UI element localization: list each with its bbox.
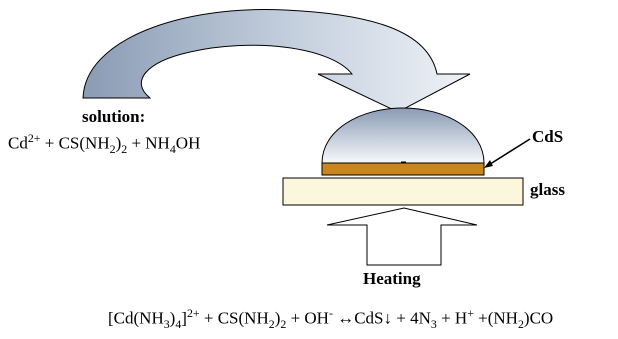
equation-charge: 2+ [186, 306, 200, 320]
formula-part: OH [175, 133, 201, 153]
equation-part: )CO [523, 308, 554, 328]
solution-title-label: solution: [82, 107, 146, 126]
formula-subscript: 2 [121, 142, 128, 157]
equation-part: ) [169, 308, 176, 328]
equation-part: + CS(NH [199, 308, 269, 328]
formula-subscript: 2 [109, 142, 116, 157]
formula-charge: 2+ [27, 131, 41, 145]
cds-pointer-line [486, 138, 531, 167]
glass-substrate [282, 177, 524, 206]
solution-transfer-arrow [82, 9, 471, 113]
equation-subscript: 4 [175, 317, 182, 332]
equation-part: ) [274, 308, 281, 328]
equation-subscript: 2 [280, 317, 287, 332]
equation-part: +(NH [473, 308, 518, 328]
equation-subscript: 2 [268, 317, 275, 332]
heating-label: Heating [363, 269, 421, 288]
heating-arrow [326, 207, 478, 266]
glass-label: glass [530, 180, 565, 199]
equation-charge: + [467, 306, 474, 320]
equation-charge: - [328, 306, 333, 320]
equation-part: + H [436, 308, 468, 328]
formula-part: Cd [8, 133, 28, 153]
formula-part: ) [115, 133, 122, 153]
formula-part: + NH [127, 133, 170, 153]
equation-subscript: 3 [430, 317, 437, 332]
solution-formula: Cd2+ + CS(NH2)2 + NH4OH [8, 131, 200, 157]
cds-label: CdS [532, 127, 564, 146]
solution-dome [321, 107, 485, 164]
cds-layer [321, 162, 485, 176]
equation-part: [Cd(NH [108, 308, 164, 328]
equation-part: + OH [286, 308, 329, 328]
equation-part: ] [181, 308, 187, 328]
equation-part: ↔CdS↓ + 4N [332, 308, 431, 328]
formula-subscript: 4 [169, 142, 176, 157]
cds-pointer-arrowhead [484, 160, 493, 168]
equation-subscript: 2 [517, 317, 524, 332]
reaction-equation: [Cd(NH3)4]2+ + CS(NH2)2 + OH- ↔CdS↓ + 4N… [108, 306, 553, 332]
equation-subscript: 3 [163, 317, 170, 332]
formula-part: + CS(NH [40, 133, 110, 153]
